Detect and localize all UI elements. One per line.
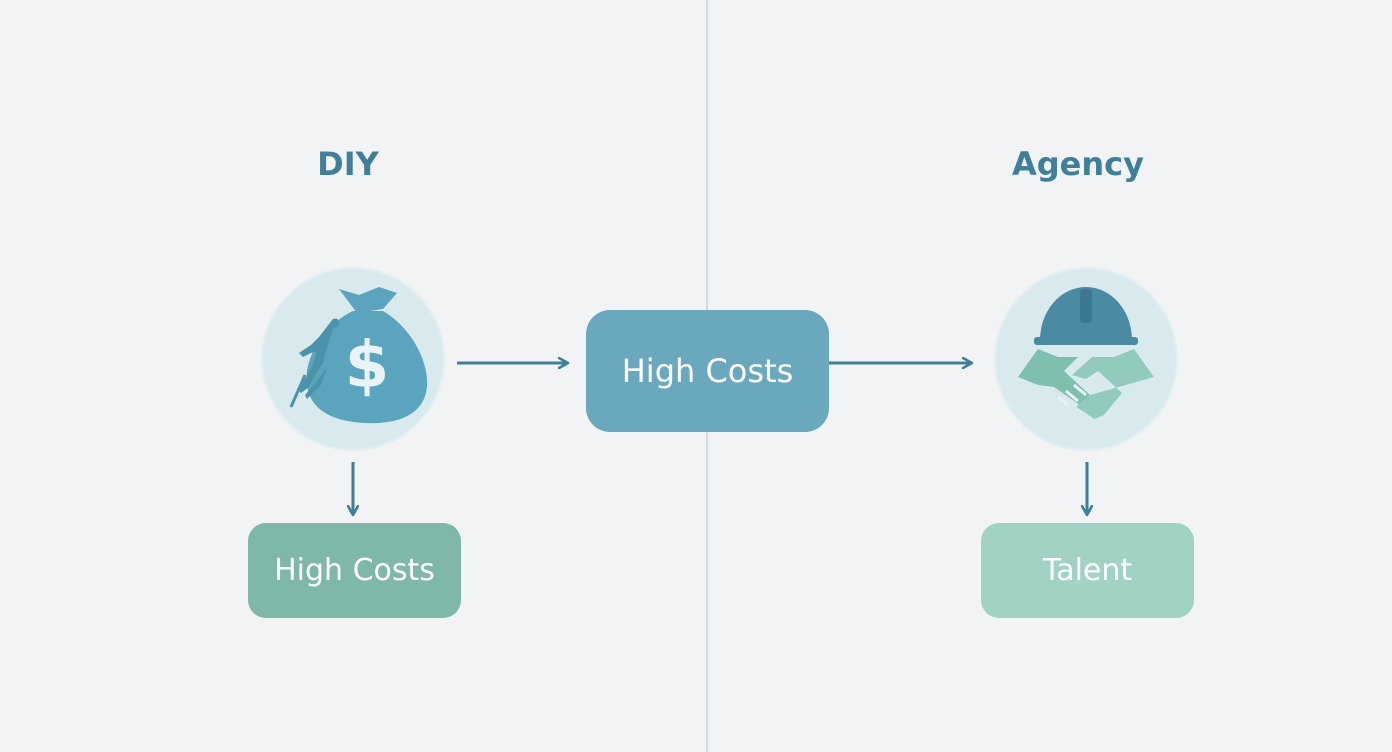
hardhat-handshake-icon	[1018, 287, 1154, 419]
agency-icon-circle	[994, 267, 1178, 451]
svg-text:$: $	[345, 329, 390, 403]
agency-heading: Agency	[1012, 145, 1144, 183]
diy-outcome-box: High Costs	[248, 523, 461, 618]
agency-outcome-box: Talent	[981, 523, 1194, 618]
center-high-costs-box: High Costs	[586, 310, 829, 432]
money-bag-icon: $	[289, 287, 428, 424]
diy-heading: DIY	[317, 145, 379, 183]
diy-icon-circle: $	[261, 267, 445, 451]
